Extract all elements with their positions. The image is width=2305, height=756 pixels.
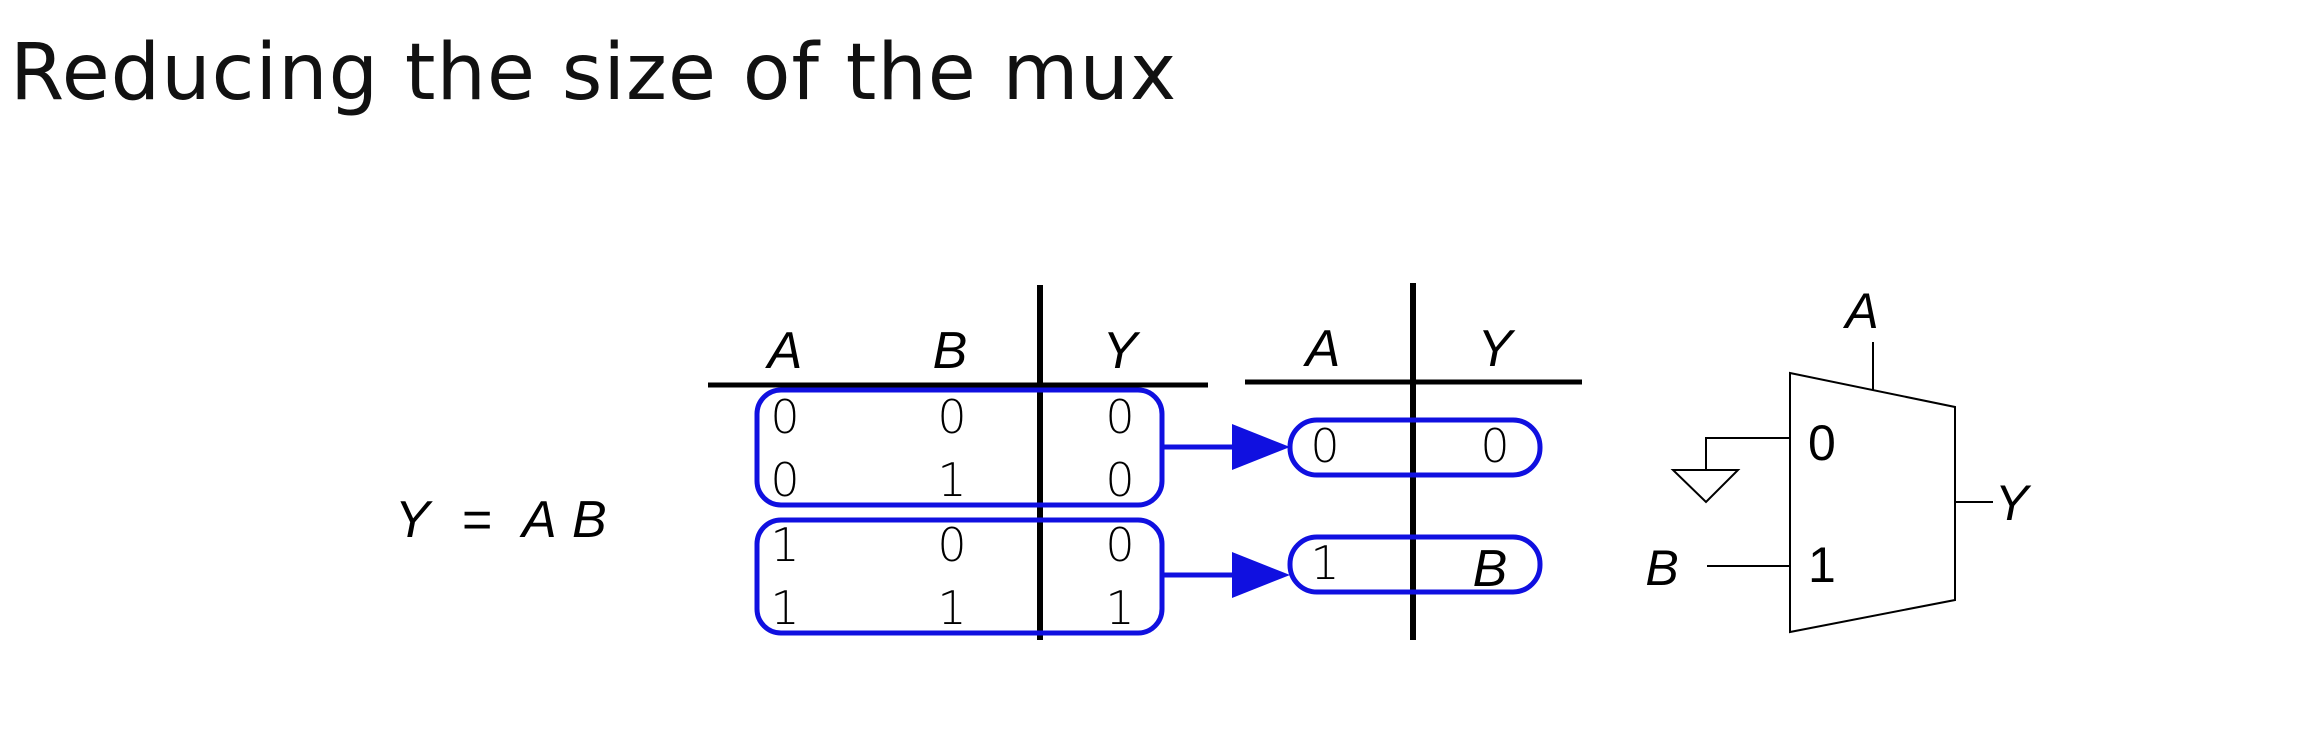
truth-cell: 0	[1105, 518, 1134, 572]
equation: Y = A B	[395, 491, 607, 549]
reduced-header-y: Y	[1478, 320, 1516, 378]
truth-cell: 0	[1105, 453, 1134, 507]
reduced-row-highlight	[1287, 417, 1543, 478]
ground-wire	[1705, 437, 1790, 470]
truth-cell: 1	[937, 581, 966, 635]
mux-input-b-label: B	[1645, 540, 1678, 596]
mux-input-1-label: 1	[1808, 537, 1836, 593]
truth-cell: 0	[1105, 390, 1134, 444]
equation-equals: =	[462, 491, 492, 549]
mux-symbol: A 0 B 1 Y	[1645, 283, 2032, 634]
truth-cell: 1	[770, 518, 799, 572]
truth-cell: 1	[937, 453, 966, 507]
truth-cell: 1	[770, 581, 799, 635]
truth-cell: 1	[1105, 581, 1134, 635]
mux-select-label: A	[1842, 283, 1878, 339]
truth-cell: 0	[770, 453, 799, 507]
truth-header-b: B	[933, 322, 968, 380]
equation-term-b: B	[572, 491, 607, 549]
mux-input-0-label: 0	[1808, 415, 1836, 471]
reduced-row-highlight	[1287, 534, 1543, 595]
reduced-header-a: A	[1303, 320, 1341, 378]
arrow-head	[1232, 552, 1290, 598]
reduced-cell: 0	[1310, 419, 1339, 473]
mux-body	[1789, 371, 1956, 634]
equation-lhs: Y	[395, 491, 433, 549]
mux-output-label: Y	[1995, 475, 2032, 531]
page-title: Reducing the size of the mux	[10, 28, 1178, 118]
truth-header-y: Y	[1103, 322, 1141, 380]
truth-cell: 0	[937, 390, 966, 444]
ground-icon	[1670, 469, 1741, 504]
reduction-arrows	[1162, 424, 1290, 598]
truth-table: A B Y 0 0 0 0 1 0 1 0 0 1 1 1	[708, 285, 1208, 640]
truth-header-a: A	[765, 322, 803, 380]
reduced-cell: 1	[1310, 536, 1339, 590]
reduced-cell: 0	[1480, 419, 1509, 473]
equation-term-a: A	[519, 491, 557, 549]
truth-cell: 0	[770, 390, 799, 444]
reduced-cell: B	[1473, 540, 1508, 598]
arrow-head	[1232, 424, 1290, 470]
reduced-table: A Y 0 0 1 B	[1245, 283, 1582, 640]
truth-cell: 0	[937, 518, 966, 572]
